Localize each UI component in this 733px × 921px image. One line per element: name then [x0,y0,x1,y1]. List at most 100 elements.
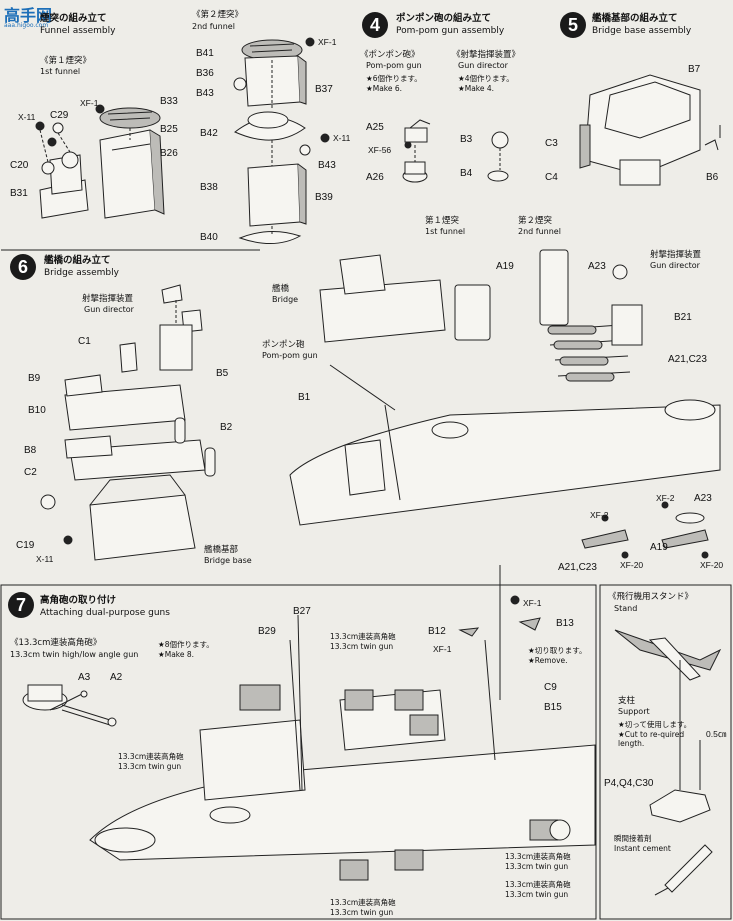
step5-title-jp: 艦橋基部の組み立て [592,13,678,24]
step7-frame [0,584,597,920]
step6-director-en: Gun director [84,305,134,314]
part-label: B38 [200,182,218,193]
pompom-title-jp: 《ポンポン砲》 [360,50,420,60]
director-title-en: Gun director [458,61,508,70]
part-label: P4,Q4,C30 [604,778,654,789]
cement-label-en: Instant cement [614,844,671,853]
part-label: B40 [200,232,218,243]
part-label: B27 [293,606,311,617]
twin-gun-note-en: ★Make 8. [158,650,195,659]
stand-drawing [614,629,722,896]
part-label: X-11 [18,112,36,122]
step7-title-jp: 高角砲の取り付け [40,595,117,606]
step5-title-en: Bridge base assembly [592,26,692,36]
gun-label-en: 13.3cm twin gun [330,642,394,651]
pompom-drawing [402,119,509,183]
part-label: B10 [28,405,46,416]
part-label: B29 [258,626,276,637]
part-label: XF-20 [620,560,644,570]
part-label: B6 [706,172,719,183]
gun-label-en: 13.3cm twin gun [505,890,569,899]
step-number: 4 [362,12,388,38]
part-label: X-11 [333,133,351,143]
funnel2-title-en: 2nd funnel [192,22,235,31]
part-label: C20 [10,160,29,171]
part-label: B5 [216,368,229,379]
director-label-jp: 射撃指揮装置 [650,250,702,260]
stand-title-jp: 《飛行機用スタンド》 [608,592,694,602]
part-label: B36 [196,68,214,79]
stand-cut-en: ★Cut to re-quired length. [618,730,685,748]
bridge-base-label-en: Bridge base [204,556,252,565]
funnel-assembly-title-jp: 煙突の組み立て [40,13,107,24]
bridge-label-en: Bridge [272,295,299,304]
bridge-drawing [40,284,216,561]
director-title-jp: 《射撃指揮装置》 [452,50,521,60]
funnel1-label-jp: 第１煙突 [425,216,460,226]
part-label: X-11 [36,554,54,564]
funnel1-title-en: 1st funnel [40,67,81,76]
funnel1-drawing [35,104,165,219]
gun-label-en: 13.3cm twin gun [118,762,182,771]
part-label: B21 [674,312,692,323]
gun-label-jp: 13.3cm連装高角砲 [505,852,571,861]
step-number: 7 [8,592,34,618]
part-label: B3 [460,134,473,145]
part-label: B43 [196,88,214,99]
part-label: A2 [110,672,123,683]
part-label: B33 [160,96,178,107]
support-label-en: Support [618,707,650,716]
funnel2-label-en: 2nd funnel [518,227,561,236]
part-label: A25 [366,122,384,133]
part-label: A21,C23 [668,354,707,365]
pompom-title-en: Pom-pom gun [366,61,422,70]
stand-frame [599,584,732,920]
step7-drawing [22,565,596,881]
twin-gun-note-jp: ★8個作ります。 [158,640,214,649]
bridge-label-jp: 艦橋 [272,284,290,294]
watermark-url: aaa.higoo.com [4,22,49,29]
part-label: C1 [78,336,91,347]
director-label-en: Gun director [650,261,700,270]
twin-gun-title-en: 13.3cm twin high/low angle gun [10,650,139,659]
part-label: XF-56 [368,145,392,155]
part-label: B9 [28,373,41,384]
funnel2-drawing [233,37,330,244]
step6-title-en: Bridge assembly [44,268,119,278]
part-label: B12 [428,626,446,637]
part-label: B8 [24,445,37,456]
part-label: B37 [315,84,333,95]
part-label: C4 [545,172,558,183]
part-label: B13 [556,618,574,629]
part-label: C2 [24,467,37,478]
part-label: XF-1 [80,98,99,108]
stand-title-en: Stand [614,604,638,613]
part-label: A19 [496,261,514,272]
stand-size: 0.5㎝ [706,729,727,739]
part-label: B26 [160,148,178,159]
funnel1-label-en: 1st funnel [425,227,466,236]
part-label: A21,C23 [558,562,597,573]
gun-label-en: 13.3cm twin gun [505,862,569,871]
cut-note-en: ★Remove. [528,656,568,665]
step6-director-jp: 射撃指揮装置 [82,294,134,304]
pompom-label-en: Pom-pom gun [262,351,318,360]
support-label-jp: 支柱 [618,696,636,706]
part-label: A26 [366,172,384,183]
part-label: XF-1 [318,37,337,47]
funnel2-title-jp: 《第２煙突》 [192,10,244,20]
gun-label-jp: 13.3cm連装高角砲 [118,752,184,761]
part-label: XF-1 [523,598,542,608]
part-label: B41 [196,48,214,59]
part-label: C3 [545,138,558,149]
part-label: XF-20 [700,560,724,570]
part-label: XF-2 [656,493,675,503]
step-number: 5 [560,12,586,38]
twin-gun-title-jp: 《13.3cm連装高角砲》 [10,638,102,648]
part-label: A3 [78,672,91,683]
pompom-note-en: ★Make 6. [366,84,403,93]
part-label: XF-2 [590,510,609,520]
cement-label-jp: 瞬間接着剤 [614,834,652,843]
